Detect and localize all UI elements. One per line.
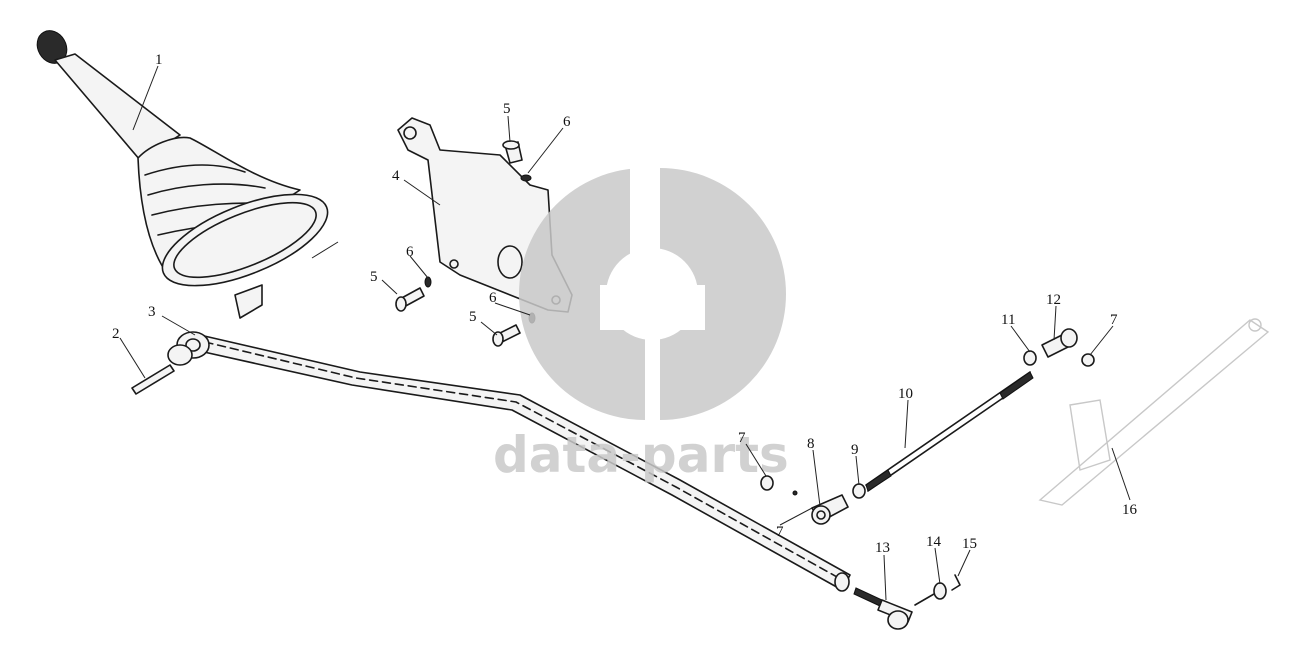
- watermark-text: data-parts: [493, 426, 789, 484]
- gd-logo-icon: [519, 168, 786, 420]
- part-7-nut-lower: [760, 475, 798, 496]
- part-5-bolt-top: [502, 140, 523, 164]
- part-14-nut: [914, 582, 947, 606]
- part-1-shift-lever-boot: [36, 30, 339, 319]
- leader-lines: [119, 65, 1131, 601]
- callout-2: 2: [112, 326, 120, 342]
- callout-7-upper: 7: [1110, 312, 1118, 328]
- callout-15: 15: [962, 536, 977, 552]
- callout-4: 4: [392, 168, 400, 184]
- part-6-washer-left: [424, 276, 432, 288]
- callout-16: 16: [1122, 502, 1138, 518]
- callouts: 1 2 3 4 5 5 5 6 6 6 7 7 7 8 9 10 11 12 1…: [112, 52, 1138, 556]
- part-13-threaded-rod: [853, 587, 913, 630]
- watermark: data-parts: [493, 168, 789, 484]
- callout-9: 9: [851, 442, 859, 458]
- part-9-nut: [852, 483, 866, 499]
- callout-6-top: 6: [563, 114, 571, 130]
- part-12-ball-joint: [1041, 328, 1078, 358]
- callout-11: 11: [1001, 312, 1015, 328]
- part-7-nut-upper: [1081, 353, 1095, 367]
- part-15-cotter-pin: [951, 574, 961, 591]
- callout-13: 13: [875, 540, 890, 556]
- part-5-bolt-middle: [492, 324, 521, 347]
- part-10-tie-rod: [865, 371, 1034, 492]
- callout-14: 14: [926, 534, 942, 550]
- part-6-washer-top: [520, 174, 532, 182]
- callout-6-middle: 6: [489, 290, 497, 306]
- part-3-shift-rod: [167, 331, 851, 592]
- callout-3: 3: [148, 304, 156, 320]
- callout-10: 10: [898, 386, 913, 402]
- part-11-nut: [1023, 350, 1037, 366]
- callout-8: 8: [807, 436, 815, 452]
- part-5-bolt-left: [395, 287, 425, 312]
- callout-5-middle: 5: [469, 309, 477, 325]
- callout-12: 12: [1046, 292, 1061, 308]
- callout-6-left: 6: [406, 244, 414, 260]
- part-16-lever: [1038, 318, 1270, 506]
- callout-5-left: 5: [370, 269, 378, 285]
- callout-5-top: 5: [503, 101, 511, 117]
- callout-7-lower: 7: [738, 430, 746, 446]
- part-8-ball-joint: [811, 494, 849, 525]
- part-2-pin: [131, 364, 175, 395]
- callout-1: 1: [155, 52, 163, 68]
- callout-7-rod: 7: [776, 524, 784, 540]
